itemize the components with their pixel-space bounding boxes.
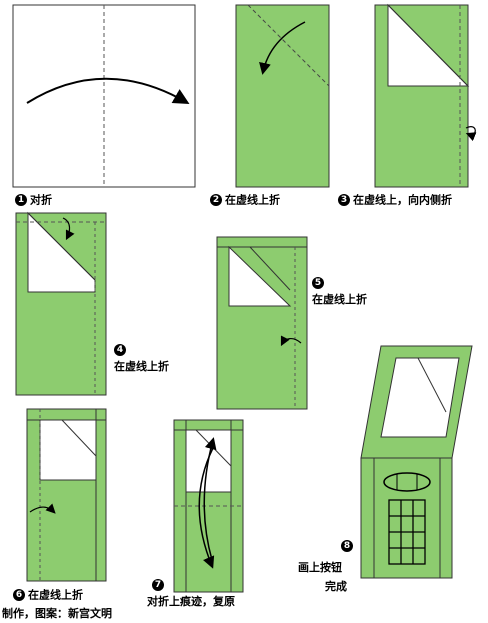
fold-arrow-icon [62,217,75,241]
step-7-figure [173,419,244,593]
step-number-badge: 2 [210,194,222,206]
step-4-figure [15,211,107,396]
speaker-icon [383,472,431,492]
keypad-icon [388,499,426,565]
fold-arrow-icon [259,21,306,75]
step-number-badge: 4 [114,344,126,356]
fold-arrow-icon [29,503,56,514]
fold-arrow-icon [26,77,190,104]
step-6-figure [26,408,107,582]
step-3-figure [374,3,477,188]
step-number-badge: 8 [341,540,353,552]
step-5-caption: 5 在虚线上折 [312,277,367,306]
step-number-badge: 5 [312,277,324,289]
step-1-figure [12,4,196,188]
step-8-badge-wrap: 8 [341,539,356,552]
step-number-badge: 3 [338,194,350,206]
step-number-badge: 1 [15,194,27,206]
step-2-figure [235,4,330,188]
unfold-arrow-icon [203,437,217,561]
step-5-figure [216,236,308,410]
fold-arrow-icon [280,335,302,347]
step-8-caption-line1: 画上按钮 [298,561,342,574]
step-7-caption: 7 对折上痕迹，复原 [147,579,235,608]
finished-phone-figure [360,345,473,579]
step-number-badge: 7 [152,579,164,591]
step-4-caption: 4 在虚线上折 [114,344,169,373]
credit-text: 制作，图案：新宫文明 [2,607,112,620]
step-number-badge: 6 [13,589,25,601]
step-8-caption-line2: 完成 [325,580,347,593]
turn-arrow-icon [465,126,477,142]
